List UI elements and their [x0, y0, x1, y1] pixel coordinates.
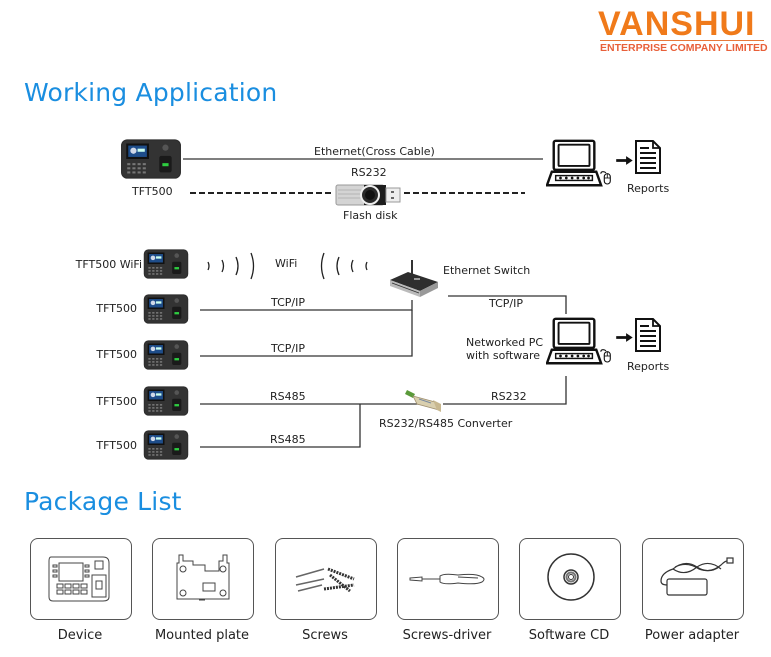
- package-label: Screws: [302, 628, 348, 643]
- wifi-label: WiFi: [275, 257, 298, 270]
- networked-pc-label: Networked PC with software: [466, 336, 543, 362]
- device-icon: [48, 556, 110, 602]
- package-label: Power adapter: [644, 628, 740, 643]
- package-label: Device: [57, 628, 103, 643]
- device-label: TFT500: [96, 439, 137, 452]
- switch-tcpip-label: TCP/IP: [489, 297, 523, 310]
- rs232-label: RS232: [491, 390, 527, 403]
- report-icon: [635, 318, 661, 352]
- power-adapter-icon: [660, 557, 734, 596]
- package-item-device: [30, 538, 132, 620]
- package-item-screws: [275, 538, 377, 620]
- cd-icon: [547, 553, 595, 601]
- rs485-label: RS485: [270, 390, 306, 403]
- rs232-rs485-converter-icon: [405, 390, 441, 412]
- mounting-plate-icon: [176, 554, 230, 601]
- flash-disk-icon: [335, 184, 401, 206]
- working-application-title: Working Application: [24, 78, 278, 107]
- package-label: Mounted plate: [154, 628, 250, 643]
- device-label: TFT500: [132, 185, 173, 198]
- package-item-screwdriver: [397, 538, 499, 620]
- wifi-signal-icon: [207, 252, 368, 280]
- flash-disk-label: Flash disk: [343, 209, 398, 222]
- rs485-line-2: [200, 404, 361, 448]
- tcpip-label: TCP/IP: [271, 342, 305, 355]
- networked-pc-label-line2: with software: [466, 349, 541, 362]
- tcpip-label: TCP/IP: [271, 296, 305, 309]
- laptop-icon: [546, 317, 603, 365]
- reports-label: Reports: [627, 182, 670, 195]
- brand-logo: VANSHUI: [598, 5, 756, 43]
- ethernet-label: Ethernet(Cross Cable): [314, 145, 435, 158]
- package-label: Screws-driver: [402, 628, 492, 643]
- package-item-mounted-plate: [152, 538, 254, 620]
- package-item-software-cd: [519, 538, 621, 620]
- tcpip-line-2: [200, 310, 413, 357]
- reports-label: Reports: [627, 360, 670, 373]
- device-label: TFT500: [96, 302, 137, 315]
- networked-pc-label-line1: Networked PC: [466, 336, 544, 349]
- arrow-right-icon: [616, 332, 634, 343]
- tcpip-line-1: [200, 300, 413, 311]
- package-list-title: Package List: [24, 487, 182, 516]
- device-label: TFT500 WiFi: [75, 258, 142, 271]
- package-label: Software CD: [528, 628, 610, 643]
- rs485-label: RS485: [270, 433, 306, 446]
- switch-to-pc-line: [448, 295, 567, 314]
- logo-divider: [600, 40, 764, 41]
- mouse-icon: [600, 349, 611, 363]
- screws-icon: [295, 567, 355, 593]
- device-label: TFT500: [96, 348, 137, 361]
- ethernet-switch-label: Ethernet Switch: [443, 264, 531, 277]
- brand-tagline: ENTERPRISE COMPANY LIMITED: [600, 42, 768, 54]
- converter-label: RS232/RS485 Converter: [379, 417, 513, 430]
- screwdriver-icon: [409, 573, 485, 585]
- device-label: TFT500: [96, 395, 137, 408]
- package-item-power-adapter: [642, 538, 744, 620]
- ethernet-switch-icon: [390, 260, 438, 297]
- rs232-label: RS232: [351, 166, 387, 179]
- converter-to-pc-line: [443, 376, 567, 405]
